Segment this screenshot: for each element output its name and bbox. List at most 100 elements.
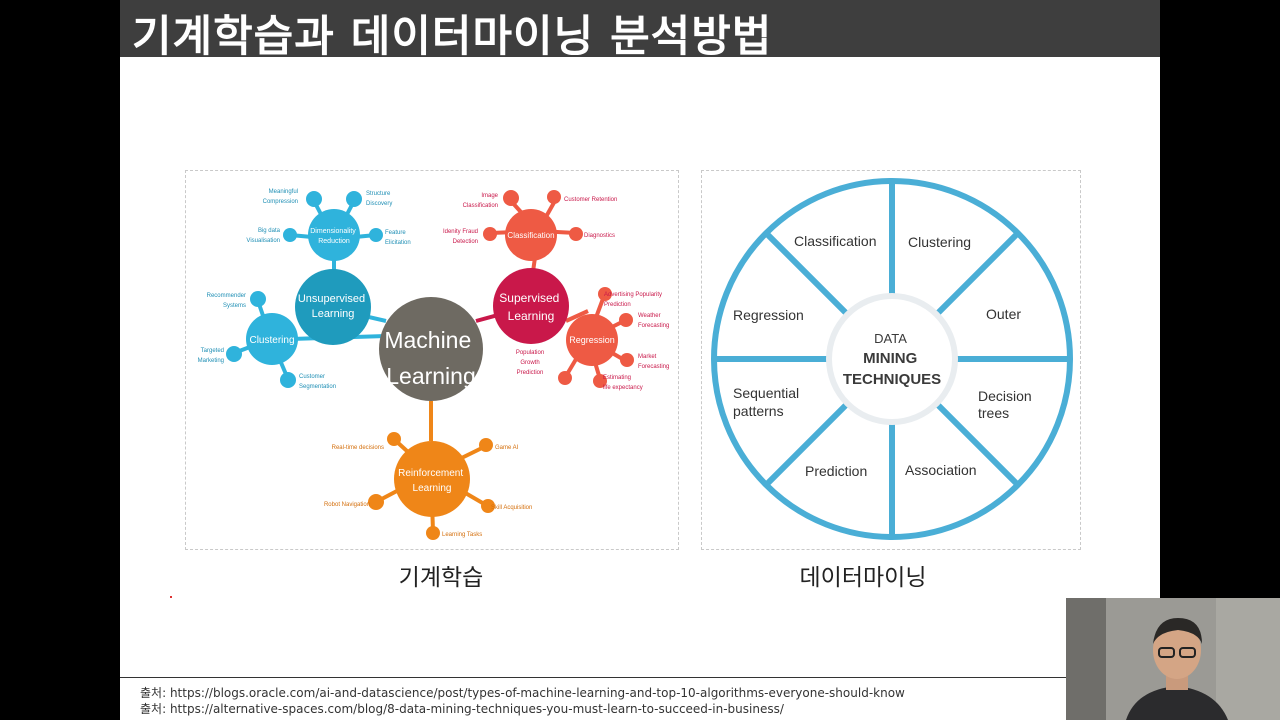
segment-regression: Regression bbox=[733, 307, 804, 323]
dimensionality-label: Dimensionality bbox=[310, 228, 356, 235]
leaf-label: Image bbox=[481, 193, 498, 199]
dimensionality-node bbox=[308, 209, 360, 261]
laser-pointer-dot bbox=[170, 596, 172, 598]
dm-diagram-panel: DATA MINING TECHNIQUES Classification Cl… bbox=[701, 170, 1081, 550]
leaf-label: Classification bbox=[463, 203, 498, 209]
svg-text:Reinforcement Learning: Reinforcement Learning bbox=[398, 468, 466, 494]
leaf-label: Detection bbox=[453, 239, 478, 245]
dm-wheel: DATA MINING TECHNIQUES Classification Cl… bbox=[711, 178, 1073, 540]
dm-caption: 데이터마이닝 bbox=[799, 565, 927, 591]
leaf-node bbox=[503, 190, 519, 206]
segment-sequential: Sequential bbox=[733, 385, 799, 401]
leaf-label: Market bbox=[638, 354, 657, 360]
svg-text:Supervised Learning: Supervised Learning bbox=[499, 291, 562, 323]
unsupervised-label: Learning bbox=[312, 308, 355, 320]
ml-diagram-panel: Dimensionality Reduction Clustering Unsu… bbox=[185, 170, 679, 550]
regression-node bbox=[566, 314, 618, 366]
supervised-node bbox=[493, 268, 569, 344]
svg-text:Sequential patterns: Sequential patterns bbox=[733, 385, 803, 419]
leaf-node bbox=[620, 353, 634, 367]
leaf-node bbox=[619, 313, 633, 327]
leaf-node bbox=[593, 374, 607, 388]
source-line: 출처: https://blogs.oracle.com/ai-and-data… bbox=[140, 686, 905, 700]
segment-decision: trees bbox=[978, 405, 1009, 421]
segment-clustering: Clustering bbox=[908, 234, 971, 250]
reinforcement-label: Learning bbox=[413, 483, 452, 494]
ml-caption: 기계학습 bbox=[398, 565, 484, 591]
leaf-label: Growth bbox=[520, 360, 539, 366]
segment-association: Association bbox=[905, 462, 977, 478]
leaf-label: Big data bbox=[258, 228, 281, 234]
leaf-node bbox=[558, 371, 572, 385]
leaf-label: Marketing bbox=[198, 358, 224, 364]
segment-sequential: patterns bbox=[733, 403, 784, 419]
leaf-label: Population bbox=[516, 350, 544, 356]
unsupervised-label: Unsupervised bbox=[298, 293, 365, 305]
leaf-label: Learning Tasks bbox=[442, 532, 482, 538]
leaf-label: Prediction bbox=[604, 302, 631, 308]
leaf-node bbox=[346, 191, 362, 207]
leaf-node bbox=[306, 191, 322, 207]
leaf-label: Visualisation bbox=[246, 238, 280, 244]
webcam-overlay bbox=[1066, 598, 1280, 720]
leaf-label: Systems bbox=[223, 303, 246, 309]
dm-center-label: DATA bbox=[874, 331, 907, 346]
svg-text:Machine Learning: Machine Learning bbox=[384, 327, 477, 389]
footer-divider bbox=[120, 677, 1066, 678]
svg-text:Dimensionality Reduction: Dimensionality Reduction bbox=[310, 228, 357, 245]
leaf-label: Robot Navigation bbox=[324, 502, 370, 508]
machine-learning-label: Machine bbox=[384, 327, 471, 353]
leaf-node bbox=[387, 432, 401, 446]
leaf-node bbox=[250, 291, 266, 307]
leaf-label: Idenity Fraud bbox=[443, 229, 478, 235]
leaf-node bbox=[569, 227, 583, 241]
leaf-label: Estimating bbox=[603, 375, 631, 381]
leaf-label: Discovery bbox=[366, 201, 392, 207]
leaf-label: Customer bbox=[299, 374, 325, 380]
regression-label: Regression bbox=[569, 335, 615, 345]
leaf-node bbox=[283, 228, 297, 242]
leaf-label: Skill Acquisition bbox=[491, 505, 532, 511]
ml-mindmap: Dimensionality Reduction Clustering Unsu… bbox=[198, 189, 669, 540]
clustering-node bbox=[246, 313, 298, 365]
leaf-label: life expectancy bbox=[603, 385, 643, 391]
leaf-label: Forecasting bbox=[638, 364, 669, 370]
leaf-label: Targeted bbox=[201, 348, 224, 354]
svg-text:DATA MINING TECHNI: DATA MINING TECHNIQUES bbox=[843, 331, 941, 388]
leaf-node bbox=[280, 372, 296, 388]
machine-learning-node bbox=[379, 297, 483, 401]
leaf-label: Compression bbox=[263, 199, 298, 205]
supervised-label: Learning bbox=[508, 309, 555, 323]
leaf-label: Game AI bbox=[495, 445, 519, 451]
leaf-label: Prediction bbox=[517, 370, 544, 376]
leaf-label: Structure bbox=[366, 191, 391, 197]
dm-center-label: TECHNIQUES bbox=[843, 371, 941, 388]
leaf-label: Customer Retention bbox=[564, 197, 617, 203]
leaf-node bbox=[369, 228, 383, 242]
leaf-node bbox=[479, 438, 493, 452]
source-line: 출처: https://alternative-spaces.com/blog/… bbox=[140, 702, 784, 716]
leaf-label: Segmentation bbox=[299, 384, 336, 390]
leaf-label: Weather bbox=[638, 313, 661, 319]
leaf-label: Recommender bbox=[207, 293, 246, 299]
leaf-label: Elicitation bbox=[385, 240, 411, 246]
leaf-node bbox=[598, 287, 612, 301]
leaf-node bbox=[226, 346, 242, 362]
classification-label: Classification bbox=[507, 231, 554, 240]
segment-decision: Decision bbox=[978, 388, 1032, 404]
presenter-video bbox=[1066, 598, 1280, 720]
leaf-node bbox=[426, 526, 440, 540]
title-bar: 기계학습과 데이터마이닝 분석방법 bbox=[120, 0, 1160, 62]
